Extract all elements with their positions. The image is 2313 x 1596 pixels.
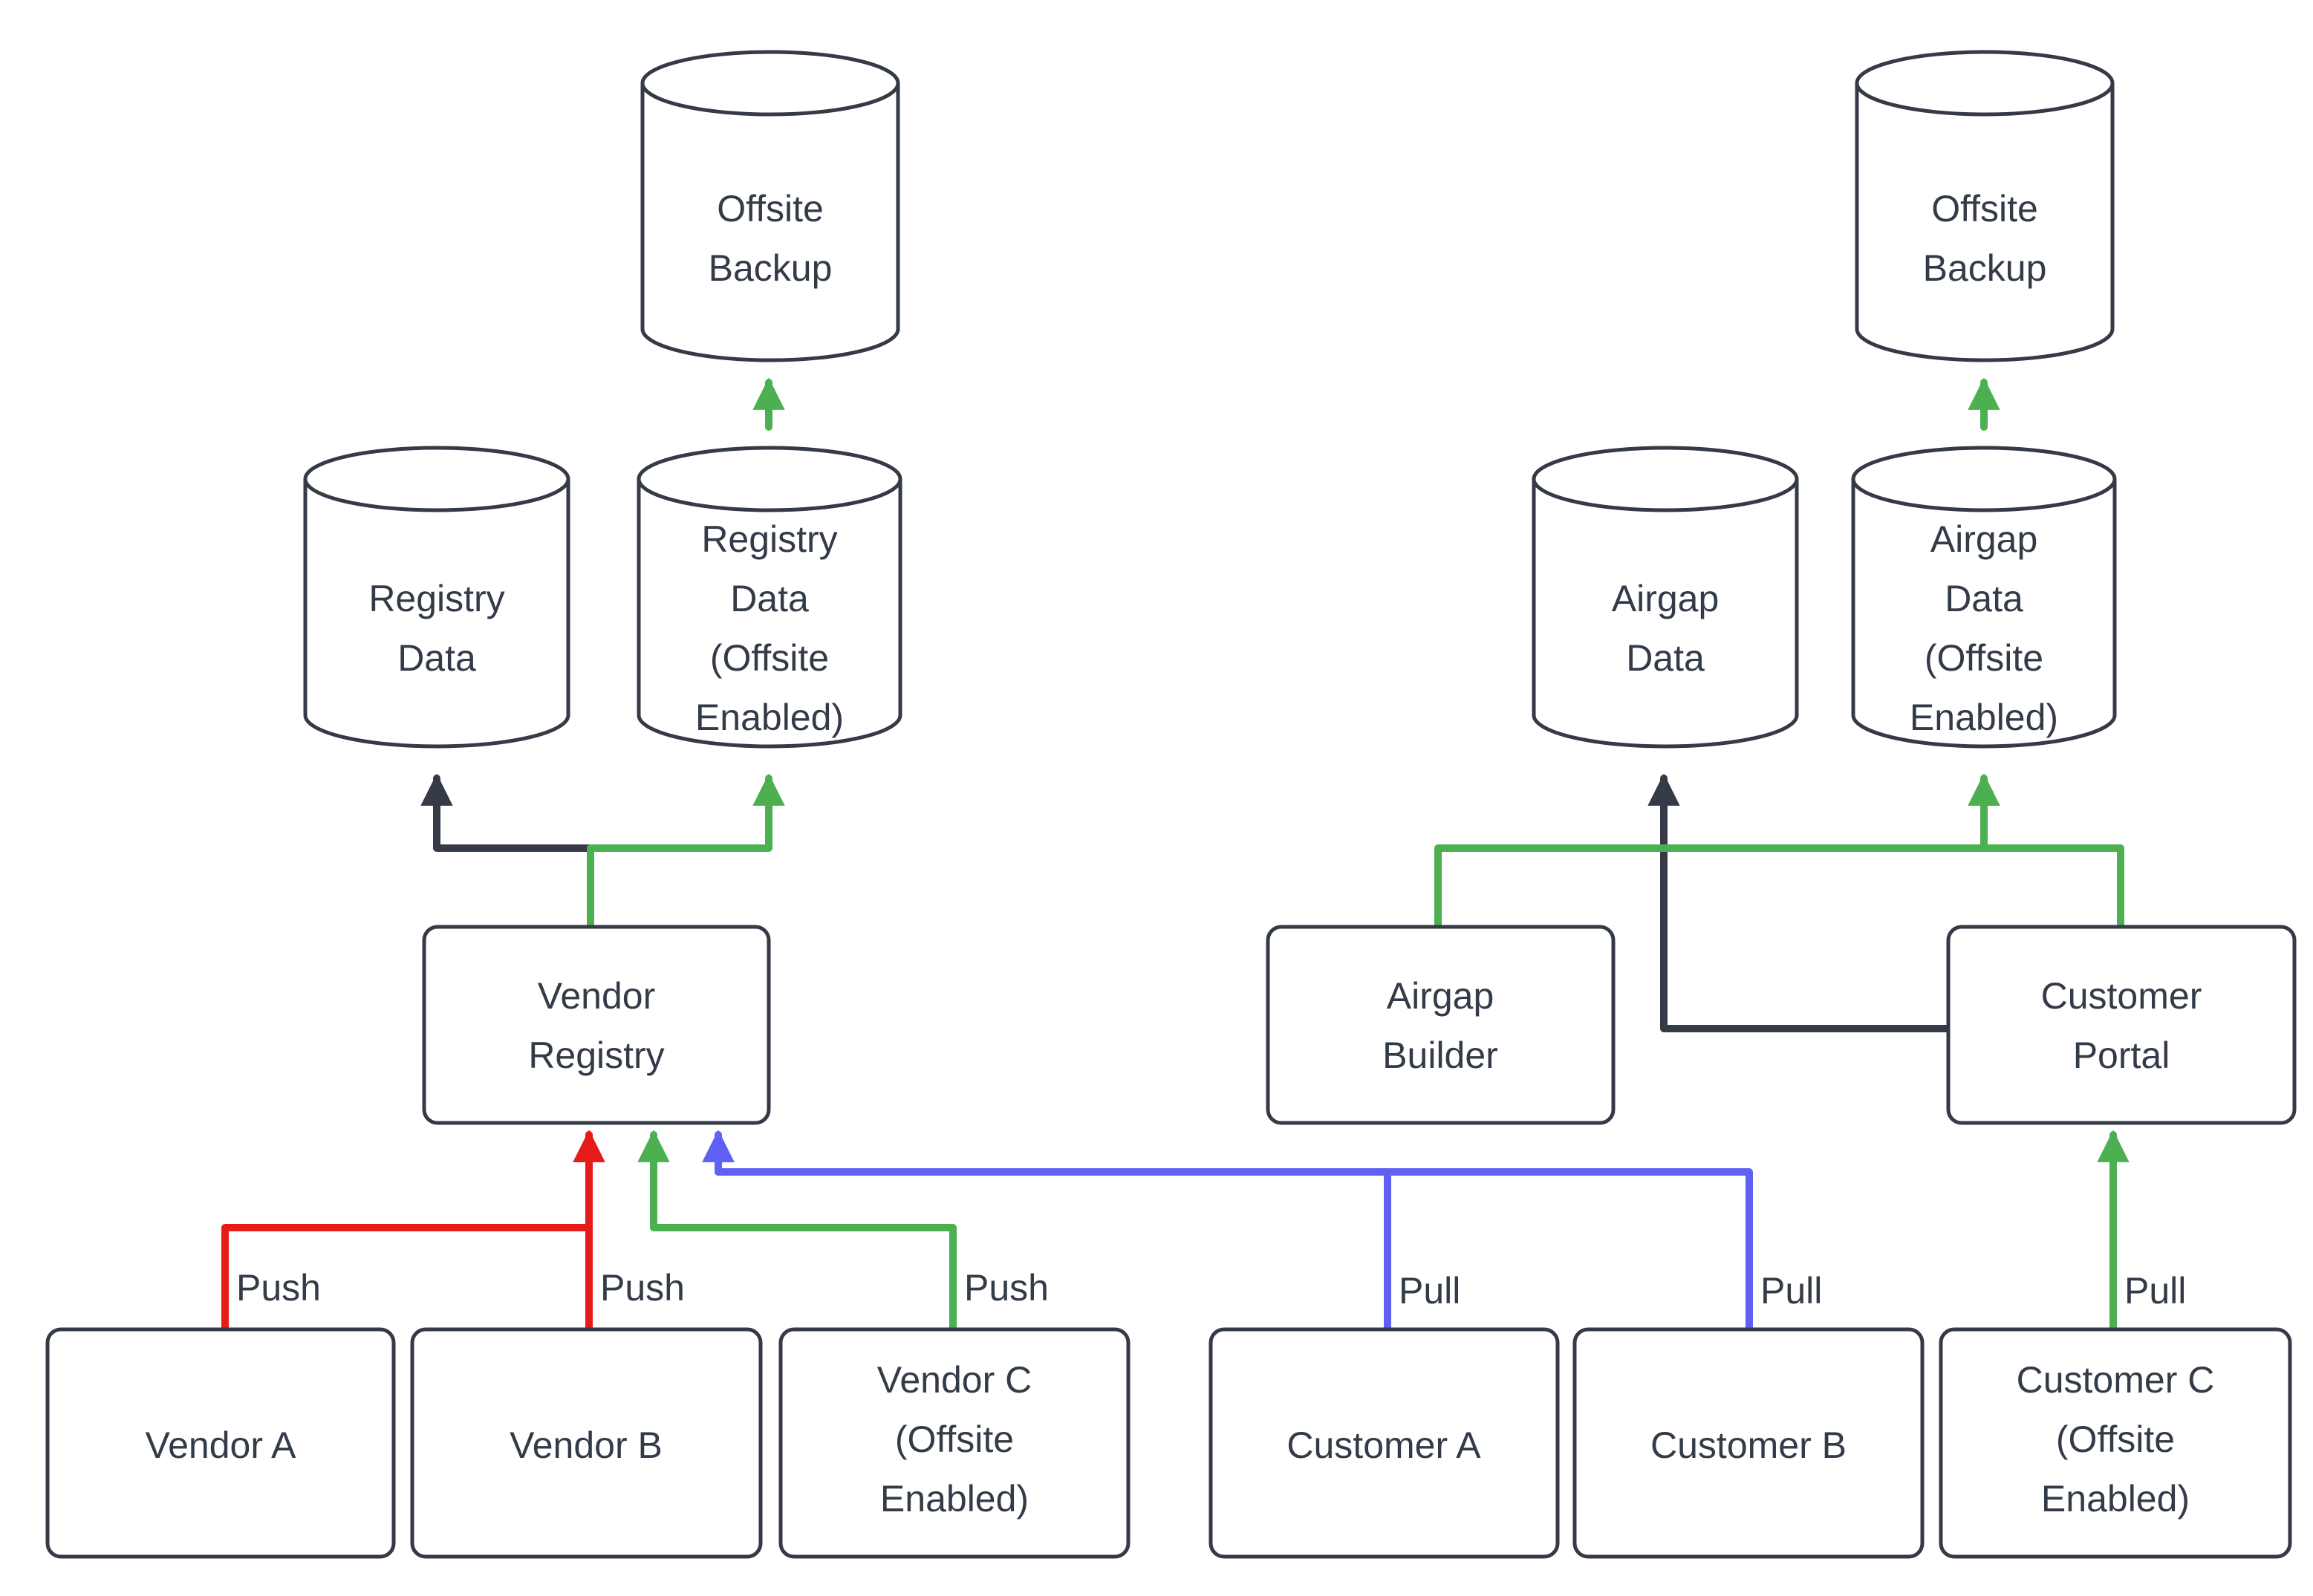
airgap-data-offsite-top — [1851, 446, 2117, 512]
edge-vendor-registry-to-registry-data-offsite — [587, 773, 785, 928]
node-vendor-c[interactable]: Vendor C (Offsite Enabled) — [778, 1327, 1131, 1559]
offsite-backup-right-label-1: Offsite — [1931, 188, 2038, 229]
edge-customer-b-to-vendor-registry — [702, 1130, 1753, 1332]
offsite-backup-left-body — [640, 83, 900, 362]
airgap-data-top — [1532, 446, 1799, 512]
vendor-b-label-1: Vendor B — [510, 1424, 663, 1466]
vendor-c-box — [778, 1327, 1131, 1559]
registry-data-label-1: Registry — [368, 578, 504, 619]
registry-data-label-2: Data — [397, 637, 476, 679]
customer-c-label-1: Customer C — [2017, 1359, 2215, 1401]
vendor-c-label-2: (Offsite — [895, 1419, 1014, 1460]
registry-data-offsite-label-1: Registry — [701, 518, 837, 560]
node-offsite-backup-left[interactable]: Offsite Backup — [640, 50, 900, 362]
registry-data-offsite-label-2: Data — [730, 578, 809, 619]
vendor-registry-box — [422, 925, 771, 1125]
customer-portal-label-2: Portal — [2073, 1035, 2170, 1076]
registry-data-offsite-body — [637, 479, 902, 749]
customer-b-label-1: Customer B — [1650, 1424, 1847, 1466]
customer-c-box — [1939, 1327, 2292, 1559]
node-customer-portal[interactable]: Customer Portal — [1946, 925, 2297, 1125]
airgap-data-offsite-label-4: Enabled) — [1910, 697, 2058, 738]
offsite-backup-left-label-2: Backup — [709, 247, 833, 289]
node-vendor-a[interactable]: Vendor A — [45, 1327, 396, 1559]
node-registry-data[interactable]: Registry Data — [303, 446, 570, 749]
vendor-registry-label-2: Registry — [528, 1035, 664, 1076]
airgap-builder-label-1: Airgap — [1387, 975, 1494, 1017]
node-airgap-data[interactable]: Airgap Data — [1532, 446, 1799, 749]
airgap-data-offsite-label-3: (Offsite — [1925, 637, 2043, 679]
customer-c-label-2: (Offsite — [2056, 1419, 2175, 1460]
node-vendor-b[interactable]: Vendor B — [410, 1327, 763, 1559]
vendor-c-label-1: Vendor C — [877, 1359, 1032, 1401]
node-vendor-registry[interactable]: Vendor Registry — [422, 925, 771, 1125]
vendor-b-box — [410, 1327, 763, 1559]
node-customer-a[interactable]: Customer A — [1208, 1327, 1560, 1559]
edge-label-vendor-b-push: Push — [600, 1267, 685, 1309]
vendor-registry-label-1: Vendor — [538, 975, 655, 1017]
airgap-data-offsite-label-1: Airgap — [1930, 518, 2038, 560]
registry-data-offsite-label-4: Enabled) — [695, 697, 844, 738]
customer-c-label-3: Enabled) — [2041, 1478, 2190, 1520]
vendor-a-label-1: Vendor A — [146, 1424, 297, 1466]
edge-label-customer-c-pull: Pull — [2124, 1270, 2186, 1312]
customer-portal-label-1: Customer — [2041, 975, 2202, 1017]
edge-label-customer-b-pull: Pull — [1760, 1270, 1822, 1312]
registry-data-body — [303, 479, 570, 749]
offsite-backup-right-body — [1855, 83, 2115, 362]
edge-vendor-registry-to-registry-data — [420, 773, 594, 928]
vendor-c-label-3: Enabled) — [880, 1478, 1029, 1520]
customer-a-label-1: Customer A — [1286, 1424, 1481, 1466]
airgap-builder-label-2: Builder — [1382, 1035, 1498, 1076]
edge-label-customer-a-pull: Pull — [1399, 1270, 1460, 1312]
offsite-backup-left-label-1: Offsite — [717, 188, 824, 229]
airgap-data-label-2: Data — [1626, 637, 1705, 679]
offsite-backup-right-top — [1855, 50, 2115, 117]
node-customer-b[interactable]: Customer B — [1572, 1327, 1925, 1559]
offsite-backup-right-label-2: Backup — [1923, 247, 2047, 289]
node-airgap-builder[interactable]: Airgap Builder — [1266, 925, 1616, 1125]
edge-vendor-c-to-vendor-registry — [637, 1130, 957, 1332]
customer-a-box — [1208, 1327, 1560, 1559]
node-airgap-data-offsite[interactable]: Airgap Data (Offsite Enabled) — [1851, 446, 2117, 749]
airgap-data-offsite-label-2: Data — [1945, 578, 2023, 619]
customer-portal-box — [1946, 925, 2297, 1125]
node-registry-data-offsite[interactable]: Registry Data (Offsite Enabled) — [637, 446, 902, 749]
registry-data-offsite-top — [637, 446, 902, 512]
edge-label-vendor-a-push: Push — [236, 1267, 321, 1309]
airgap-builder-box — [1266, 925, 1616, 1125]
edge-airgap-builder-to-airgap-data-offsite — [1434, 773, 2000, 928]
vendor-a-box — [45, 1327, 396, 1559]
edge-label-vendor-c-push: Push — [964, 1267, 1049, 1309]
registry-data-top — [303, 446, 570, 512]
node-offsite-backup-right[interactable]: Offsite Backup — [1855, 50, 2115, 362]
edge-customer-portal-to-airgap-data-offsite — [1968, 773, 2124, 928]
airgap-data-label-1: Airgap — [1612, 578, 1720, 619]
offsite-backup-left-top — [640, 50, 900, 117]
airgap-data-offsite-body — [1851, 479, 2117, 749]
airgap-data-body — [1532, 479, 1799, 749]
edge-customer-portal-to-airgap-data — [1647, 773, 1952, 1032]
registry-data-offsite-label-3: (Offsite — [710, 637, 829, 679]
node-customer-c[interactable]: Customer C (Offsite Enabled) — [1939, 1327, 2292, 1559]
customer-b-box — [1572, 1327, 1925, 1559]
